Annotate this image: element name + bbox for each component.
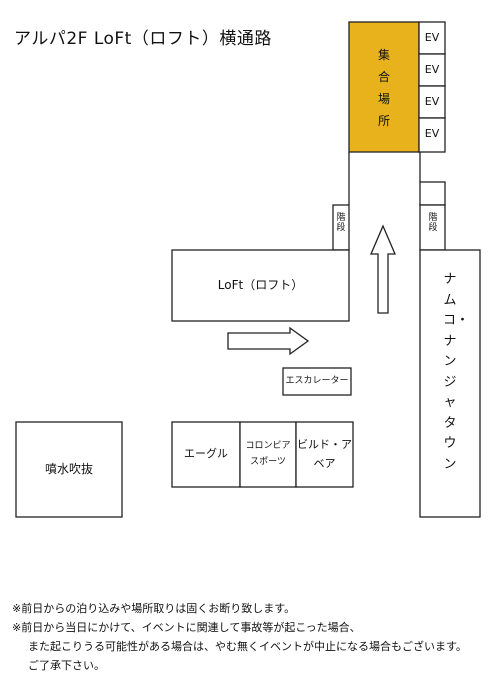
shop-colombia [239,421,297,488]
elevator-4 [418,117,446,153]
map-title: アルパ2F LoFt（ロフト）横通路 [14,29,272,49]
note-line-1: ※前日からの泊り込みや場所取りは固くお断り致します。 [12,602,296,615]
fountain-atrium [15,421,123,518]
namco-label: ナムコ・ナンジャタウン [443,272,470,472]
escalator [282,367,352,396]
loft-label: LoFt（ロフト） [217,278,304,292]
stairs-right-upper [419,181,446,206]
elevator-label-2: EV [424,63,440,76]
arrow-up [370,224,396,314]
stairs-right [419,204,446,251]
shop-eagle [171,421,241,488]
arrow-right [227,326,310,356]
elevator-3 [418,85,446,119]
elevator-label-3: EV [424,95,440,108]
fountain-label: 噴水吹抜 [44,462,93,476]
shop-eagle-label: エーグル [184,447,228,460]
shop-build-a-bear [295,421,354,488]
stairs-right-label: 階段 [428,213,438,233]
escalator-label: エスカレーター [285,376,349,386]
shop-colombia-label: コロンビア スポーツ [245,441,291,468]
note-line-3: また起こりうる可能性がある場合は、やむ無くイベントが中止になる場合もございます。 [28,640,467,653]
note-line-4: ご了承下さい。 [28,659,105,672]
elevator-label-1: EV [424,31,440,44]
namco-namjatown [419,249,481,518]
assembly-label: 集合場所 [377,48,390,128]
note-line-2: ※前日から当日にかけて、イベントに関連して事故等が起こった場合、 [12,621,361,634]
elevator-label-4: EV [424,127,440,140]
stairs-left-label: 階段 [336,213,346,233]
shop-build-label: ビルド・ア ベア [297,438,352,470]
assembly-area [348,21,420,153]
notes: ※前日からの泊り込みや場所取りは固くお断り致します。 ※前日から当日にかけて、イ… [12,599,492,675]
elevator-1 [418,21,446,55]
loft-store [171,249,350,322]
